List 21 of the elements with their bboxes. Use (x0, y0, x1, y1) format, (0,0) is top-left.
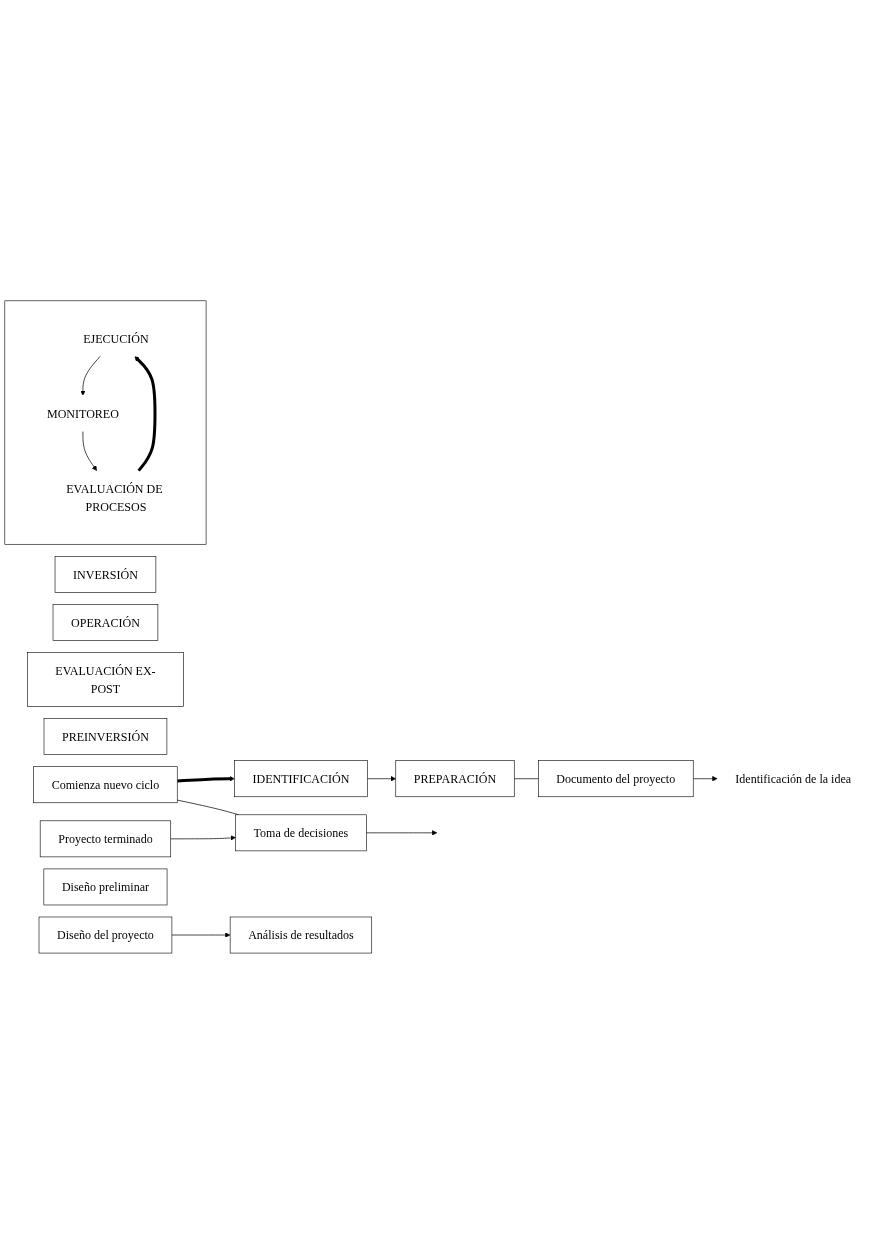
node-box: PREPARACIÓN (395, 760, 515, 798)
connector (513, 778, 539, 780)
node-text: EVALUACIÓN DE PROCESOS (66, 482, 163, 514)
node-box: Documento del proyecto (538, 760, 694, 798)
node-box: Análisis de resultados (229, 916, 373, 954)
node-box: Diseño preliminar (43, 868, 168, 906)
node-box: Diseño del proyecto (38, 916, 173, 954)
node-box: PREINVERSIÓN (43, 718, 168, 756)
node-box: IDENTIFICACIÓN (234, 760, 368, 798)
arrow (134, 356, 157, 472)
node-box: OPERACIÓN (52, 604, 159, 641)
cluster (4, 300, 207, 545)
node-box: Toma de decisiones (235, 814, 367, 852)
node-box: EVALUACIÓN EX-POST (27, 652, 184, 707)
node-text: MONITOREO (46, 406, 119, 421)
node-text: EJECUCIÓN (83, 331, 149, 346)
node-box: Comienza nuevo ciclo (33, 766, 178, 804)
arrow (177, 776, 235, 783)
node-text: Identificación de la idea (735, 772, 852, 786)
node-box: INVERSIÓN (54, 556, 157, 593)
node-box: Proyecto terminado (39, 820, 172, 858)
